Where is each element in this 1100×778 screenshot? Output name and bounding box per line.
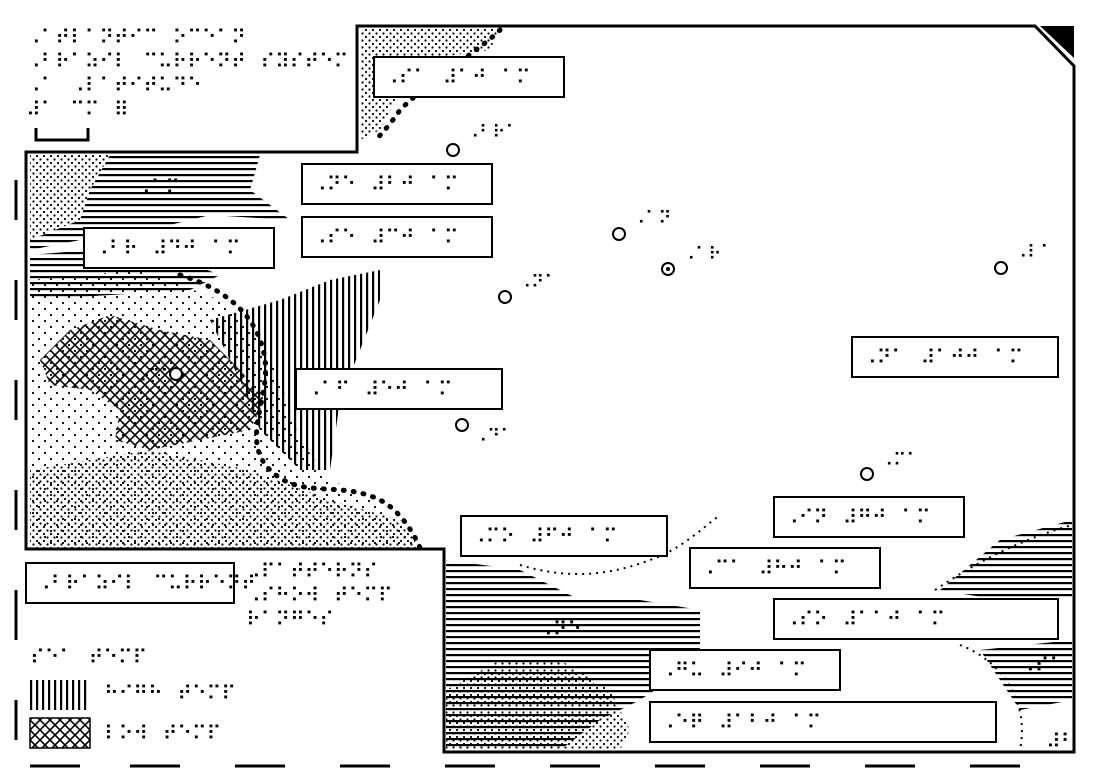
city-label: ⠠⠙⠁	[474, 426, 514, 447]
header-line-1: ⠠⠁⠞⠇⠁⠝⠞⠊⠉⠀⠕⠉⠑⠁⠝	[26, 25, 246, 49]
city-label: ⠠⠇⠁	[1014, 242, 1054, 263]
box-label: ⠠⠎⠁⠀⠼⠁⠚⠀⠁⠍	[384, 65, 530, 89]
header-line-2: ⠠⠃⠗⠁⠵⠊⠇⠀⠉⠥⠗⠗⠑⠝⠞⠀⠎⠽⠎⠞⠑⠍	[26, 49, 348, 73]
city-label: ⠠⠉⠁	[134, 366, 174, 387]
city-label: ⠠⠁⠝	[632, 208, 672, 229]
corner-mark: ⠼⠃	[1046, 729, 1075, 753]
header-line-4: ⠼⠁⠀⠉⠍⠀⠿	[26, 97, 129, 121]
region-labels: ⠠⠁⠍ ⠠⠝⠑ ⠠⠎⠁	[136, 175, 1064, 677]
city-label: ⠠⠝⠁	[518, 272, 558, 293]
box-label: ⠠⠑⠟⠀⠼⠁⠃⠚⠀⠁⠍	[660, 710, 821, 734]
land-africa-east	[940, 520, 1072, 600]
city-label: ⠠⠃⠗⠁	[466, 122, 519, 143]
corner-triangle	[1040, 26, 1074, 58]
city-marker	[446, 143, 460, 157]
box-label: ⠠⠍⠕⠀⠼⠋⠚⠀⠁⠍	[471, 524, 617, 548]
city-marker	[612, 227, 626, 241]
legend-box	[25, 562, 235, 604]
header-line-3: ⠠⠁⠀⠠⠇⠁⠞⠊⠞⠥⠙⠑	[26, 73, 202, 97]
coastline-africa	[519, 514, 721, 576]
land-africa-east-lower	[980, 640, 1072, 710]
region-label: ⠠⠝⠑	[538, 617, 582, 641]
city-marker-center-dot	[666, 267, 670, 271]
land-africa-dotted	[446, 660, 630, 750]
box-label: ⠠⠎⠕⠀⠼⠁⠁⠚⠀⠁⠍	[784, 607, 945, 631]
city-marker	[498, 290, 512, 304]
legend-item-low: ⠇⠕⠺⠀⠞⠑⠍⠏	[104, 721, 221, 745]
box-label: ⠠⠛⠥⠀⠼⠊⠚⠀⠁⠍	[660, 658, 806, 682]
city-marker	[994, 261, 1008, 275]
legend-title: ⠎⠑⠁⠀⠞⠑⠍⠏	[30, 645, 147, 669]
legend-box-label: ⠠⠃⠗⠁⠵⠊⠇⠀⠉⠥⠗⠗⠑⠝⠞	[36, 571, 256, 595]
box-label: ⠠⠁⠋⠀⠼⠑⠚⠀⠁⠍	[306, 377, 452, 401]
coastline-east	[934, 524, 1073, 751]
legend-note-1: ⠠⠏⠁⠞⠞⠑⠗⠝⠎	[246, 559, 378, 583]
legend-swatch-high	[30, 680, 90, 710]
region-label: ⠠⠎⠁	[1020, 653, 1064, 677]
legend-item-high: ⠓⠊⠛⠓⠀⠞⠑⠍⠏	[104, 681, 236, 705]
box-label: ⠠⠉⠁⠀⠼⠓⠚⠀⠁⠍	[700, 556, 846, 580]
map-header: ⠠⠁⠞⠇⠁⠝⠞⠊⠉⠀⠕⠉⠑⠁⠝ ⠠⠃⠗⠁⠵⠊⠇⠀⠉⠥⠗⠗⠑⠝⠞⠀⠎⠽⠎⠞⠑⠍ ⠠…	[26, 25, 348, 121]
legend-note-3: ⠗⠁⠝⠛⠑⠎	[246, 607, 334, 631]
city-label: ⠠⠁⠗	[682, 244, 722, 265]
city-marker	[860, 467, 874, 481]
low-temp-region	[40, 315, 265, 450]
city-label: ⠠⠍⠁	[880, 450, 920, 471]
city-labels: ⠠⠃⠗⠁ ⠠⠁⠝ ⠠⠁⠗ ⠠⠝⠁ ⠠⠇⠁ ⠠⠉⠁ ⠠⠙⠁ ⠠⠍⠁	[134, 122, 1054, 471]
box-label: ⠠⠝⠑⠀⠼⠃⠚⠀⠁⠍	[312, 172, 458, 196]
boxed-labels: ⠠⠎⠁⠀⠼⠁⠚⠀⠁⠍ ⠠⠝⠑⠀⠼⠃⠚⠀⠁⠍ ⠠⠎⠑⠀⠼⠉⠚⠀⠁⠍ ⠠⠃⠗⠀⠼⠙⠚…	[83, 56, 1059, 743]
city-marker	[455, 418, 469, 432]
city-marker	[169, 367, 183, 381]
box-label: ⠠⠎⠑⠀⠼⠉⠚⠀⠁⠍	[312, 225, 458, 249]
land-lower-south	[30, 450, 420, 548]
legend: ⠠⠃⠗⠁⠵⠊⠇⠀⠉⠥⠗⠗⠑⠝⠞ ⠠⠏⠁⠞⠞⠑⠗⠝⠎ ⠠⠎⠓⠕⠺⠀⠞⠑⠍⠏ ⠗⠁⠝…	[25, 559, 392, 745]
box-label: ⠠⠝⠁⠀⠼⠁⠚⠚⠀⠁⠍	[862, 345, 1023, 369]
land-north-coast	[30, 155, 110, 240]
box-label: ⠠⠃⠗⠀⠼⠙⠚⠀⠁⠍	[94, 236, 240, 260]
legend-note-2: ⠠⠎⠓⠕⠺⠀⠞⠑⠍⠏	[246, 583, 392, 607]
legend-swatch-low	[29, 717, 91, 749]
scale-bar	[34, 128, 90, 142]
region-label: ⠠⠁⠍	[136, 175, 180, 199]
box-label: ⠠⠊⠝⠀⠼⠛⠚⠀⠁⠍	[784, 505, 930, 529]
current-band-north	[30, 155, 290, 250]
